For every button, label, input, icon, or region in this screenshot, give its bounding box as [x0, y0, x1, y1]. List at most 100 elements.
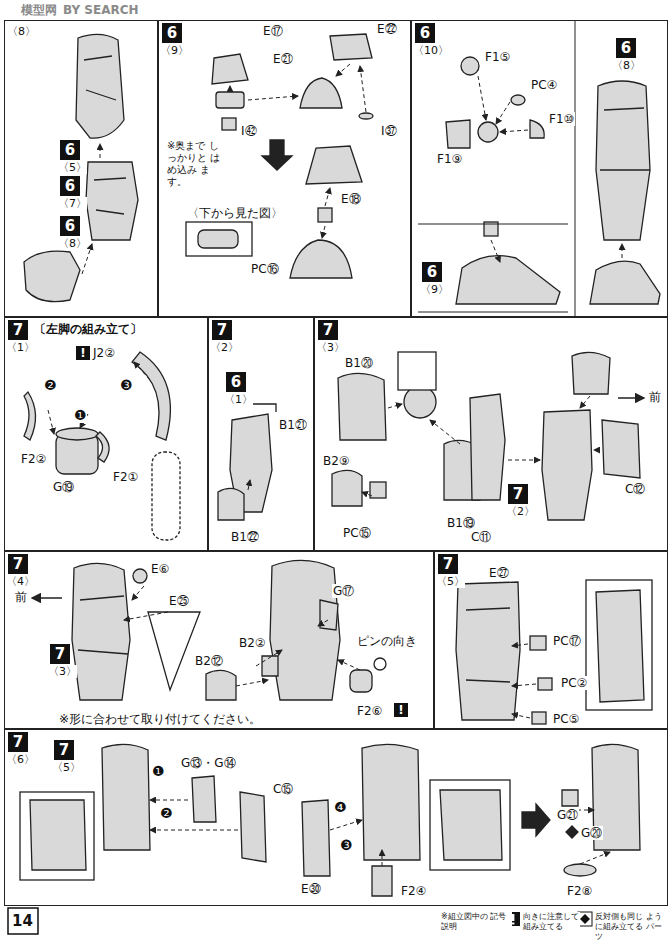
part-outline: [512, 644, 528, 646]
part-outline: [575, 20, 576, 317]
part-number: E㉗: [488, 566, 510, 580]
part-outline: [306, 146, 362, 184]
part-number: 前: [14, 590, 28, 604]
step-reference: 7: [50, 644, 70, 664]
step-reference: 6: [60, 140, 80, 160]
part-number: F1⑤: [484, 50, 511, 64]
sub-step-reference: 〈3〉: [48, 665, 77, 678]
part-number: 〈下から見た図〉: [186, 206, 284, 220]
part-number: ピンの向き: [356, 634, 418, 648]
part-outline: [134, 362, 150, 380]
step-reference: 6: [60, 176, 80, 196]
order-number: ❷: [160, 806, 173, 821]
part-outline: [388, 404, 402, 408]
part-outline: [338, 373, 386, 440]
page-box: [8, 908, 38, 934]
part-outline: [572, 352, 610, 394]
step-reference: 6: [60, 216, 80, 236]
part-outline: [511, 95, 525, 105]
part-outline: [586, 580, 652, 710]
part-outline: [542, 410, 592, 520]
part-outline: [216, 92, 244, 108]
part-number: I㊷: [240, 124, 258, 138]
part-outline: [360, 66, 366, 112]
part-outline: [133, 569, 147, 583]
part-outline: [430, 780, 510, 870]
part-outline: [86, 162, 138, 240]
assembly-arrow: [48, 64, 622, 866]
sub-step-reference: 〈5〉: [58, 161, 87, 174]
part-outline: [318, 208, 332, 222]
part-outline: [478, 122, 498, 142]
part-outline: [398, 352, 436, 390]
step-number: 6: [415, 23, 435, 43]
part-outline: [198, 230, 238, 248]
part-outline: [562, 790, 578, 806]
part-outline: [212, 54, 248, 84]
part-outline: [96, 432, 109, 462]
part-outline: [206, 670, 236, 700]
part-outline: [320, 600, 338, 630]
order-number: ❸: [120, 378, 133, 393]
part-outline: [192, 776, 216, 822]
part-outline: [359, 113, 373, 119]
part-drawing: [20, 34, 660, 896]
part-outline: [318, 620, 328, 626]
step-reference: 7: [54, 740, 74, 760]
part-number: E㉒: [376, 22, 398, 36]
part-outline: [374, 658, 386, 670]
part-number: J2②: [92, 346, 116, 360]
part-outline: [382, 850, 383, 866]
order-number: ❸: [340, 838, 353, 853]
part-outline: [590, 261, 660, 304]
part-outline: [418, 224, 568, 225]
sub-step: 〈8〉: [7, 25, 36, 38]
part-number: PC④: [530, 78, 558, 92]
part-number: PC⑰: [552, 634, 582, 648]
part-number: PC⑤: [552, 712, 580, 726]
part-outline: [600, 108, 650, 170]
step-panel: 7〈2〉: [208, 317, 314, 551]
part-number: B1⑳: [344, 356, 374, 370]
part-number: E㉕: [168, 594, 190, 608]
step-number: 7: [8, 732, 28, 752]
part-outline: [240, 792, 266, 862]
part-outline: [564, 864, 596, 876]
part-outline: [300, 78, 342, 108]
part-outline: [496, 102, 510, 124]
sub-step: 〈10〉: [413, 44, 449, 57]
sub-step-reference: 〈2〉: [506, 505, 535, 518]
part-outline: [100, 144, 101, 158]
watermark: 模型网: [20, 3, 58, 17]
part-outline: [302, 800, 330, 876]
part-outline: [72, 563, 130, 700]
part-outline: [248, 480, 250, 490]
step-panel: 7〈3〉: [314, 317, 668, 551]
part-outline: [24, 392, 36, 440]
panel-divider: [418, 20, 575, 317]
part-number: I㊲: [380, 124, 398, 138]
mirror-icon: [580, 914, 590, 924]
sub-step: 〈6〉: [6, 753, 35, 766]
part-number: ※形に合わせて取り付けてください。: [58, 712, 262, 726]
part-number: C⑪: [470, 530, 492, 544]
part-outline: [350, 670, 372, 692]
part-outline: [596, 81, 650, 240]
step-reference: 7: [508, 484, 528, 504]
part-number: G⑰: [332, 584, 355, 598]
order-number: ❷: [44, 378, 57, 393]
part-number: PC②: [560, 676, 588, 690]
sub-step-reference: 〈7〉: [58, 197, 87, 210]
part-outline: [500, 130, 528, 132]
legend-text: 反対側も同じ ように組み立てる パーツ: [594, 912, 670, 942]
part-outline: [512, 714, 530, 718]
part-number: C⑮: [272, 782, 294, 796]
order-number: ❶: [152, 764, 165, 779]
step-number: 7: [8, 320, 28, 340]
part-number: F2④: [400, 884, 427, 898]
part-outline: [404, 386, 436, 418]
part-number: E⑥: [150, 562, 170, 576]
part-outline: [152, 452, 180, 540]
part-outline: [256, 650, 282, 666]
part-outline: [248, 96, 298, 100]
